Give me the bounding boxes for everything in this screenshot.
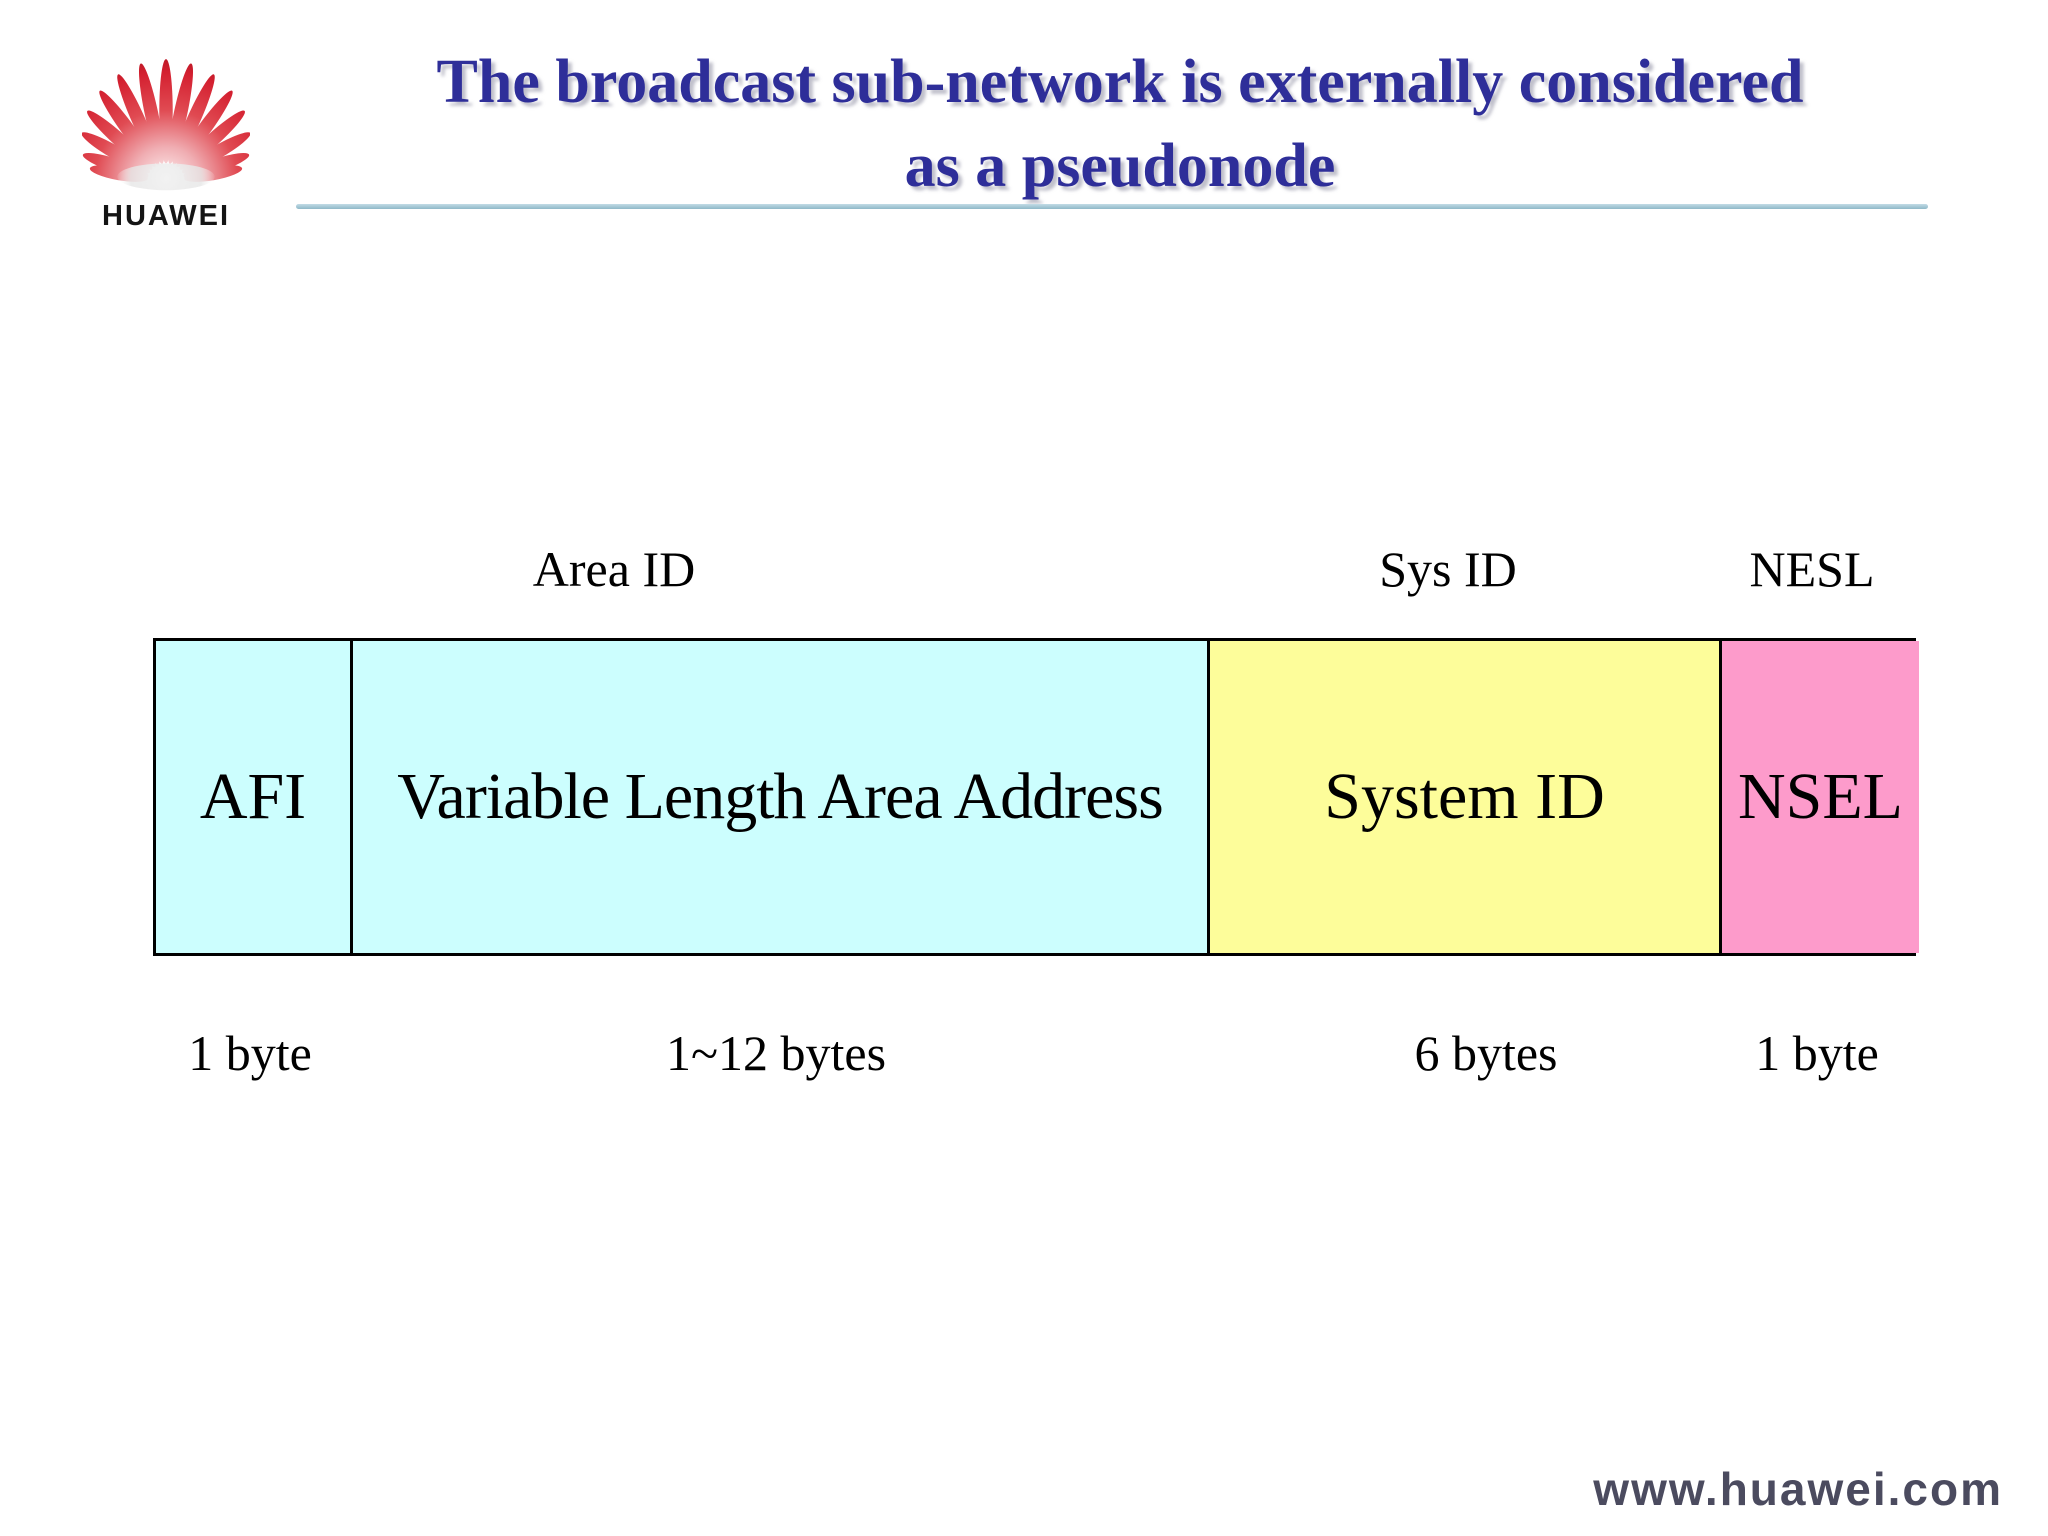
field-afi: AFI <box>156 641 350 953</box>
size-system-id: 6 bytes <box>1414 1025 1558 1081</box>
label-area-id: Area ID <box>532 541 696 597</box>
size-area-addr: 1~12 bytes <box>665 1025 887 1081</box>
huawei-fan-icon <box>82 59 250 191</box>
footer-url: www.huawei.com <box>1593 1463 2003 1515</box>
title-underline-rule <box>296 204 1928 209</box>
label-nesl: NESL <box>1749 541 1875 597</box>
nsap-address-diagram: AFI Variable Length Area Address System … <box>153 638 1919 956</box>
slide-title-line2: as a pseudonode <box>904 132 1336 200</box>
label-sys-id: Sys ID <box>1379 541 1517 597</box>
field-system-id: System ID <box>1207 641 1719 953</box>
slide-title-line1: The broadcast sub-network is externally … <box>436 48 1804 116</box>
huawei-logo: HUAWEI <box>82 48 250 233</box>
size-afi: 1 byte <box>188 1025 312 1081</box>
field-nsel: NSEL <box>1719 641 1919 953</box>
size-nsel: 1 byte <box>1755 1025 1879 1081</box>
field-variable-length-area-address: Variable Length Area Address <box>350 641 1207 953</box>
logo-wordmark: HUAWEI <box>102 200 230 232</box>
slide-title: The broadcast sub-network is externally … <box>300 40 1940 208</box>
